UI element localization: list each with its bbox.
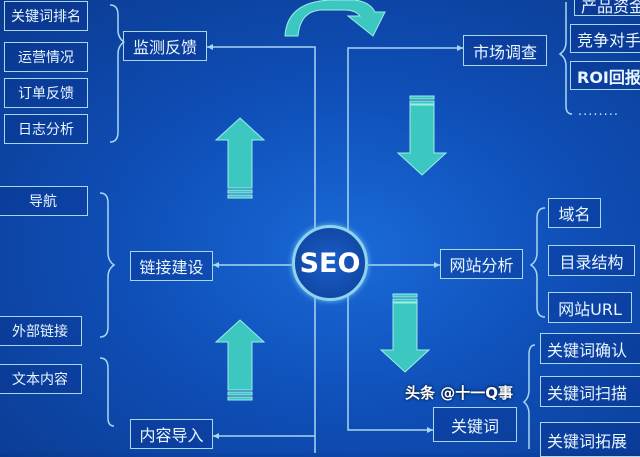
down-arrow-icon [379, 293, 431, 373]
site-item: 网站URL [548, 292, 632, 323]
brace-keywords [522, 344, 536, 449]
line-market-keywords [347, 47, 463, 431]
brace-monitor [109, 4, 126, 143]
market-item: 产品资金 [574, 0, 640, 16]
keyword-item: 关键词确认 [540, 333, 640, 364]
monitor-item: 运营情况 [4, 42, 88, 72]
brace-market [558, 2, 573, 115]
market-item: ROI回报 [570, 61, 640, 90]
brace-site [529, 207, 546, 318]
curved-arrow-icon [284, 0, 386, 37]
monitor-item: 订单反馈 [4, 78, 88, 108]
line-monitor [207, 46, 316, 453]
monitor-item: 日志分析 [4, 114, 88, 144]
node-content: 内容导入 [130, 419, 213, 449]
watermark: 头条 @十一Q事 [405, 384, 513, 402]
node-keywords: 关键词 [433, 407, 517, 442]
market-item: 竞争对手 [570, 24, 640, 53]
up-arrow-icon [214, 117, 266, 199]
arrowhead-monitor [207, 44, 213, 50]
node-monitor: 监测反馈 [123, 31, 207, 61]
arrowhead-keywords [427, 427, 433, 433]
down-arrow-icon [396, 95, 448, 176]
keyword-item: 关键词拓展 [540, 422, 640, 457]
up-arrow-icon [214, 319, 266, 401]
brace-content [99, 357, 115, 427]
arrowhead-links [213, 262, 219, 268]
node-site-analysis: 网站分析 [440, 249, 523, 279]
node-links: 链接建设 [130, 251, 213, 281]
keyword-item: 关键词扫描 [540, 376, 640, 407]
links-item: 导航 [0, 186, 88, 216]
market-item-more: ........ [578, 104, 620, 119]
seo-center-node: SEO [292, 225, 368, 301]
monitor-item: 关键词排名 [4, 1, 88, 31]
arrowhead-content [213, 433, 219, 439]
site-item: 目录结构 [548, 245, 635, 276]
content-item: 文本内容 [0, 364, 82, 394]
links-item: 外部链接 [0, 316, 82, 346]
arrowhead-market [457, 45, 463, 51]
brace-links [99, 192, 116, 338]
site-item: 域名 [548, 198, 601, 228]
arrowhead-site [434, 262, 440, 268]
node-market: 市场调查 [463, 35, 547, 66]
seo-label: SEO [299, 247, 361, 279]
